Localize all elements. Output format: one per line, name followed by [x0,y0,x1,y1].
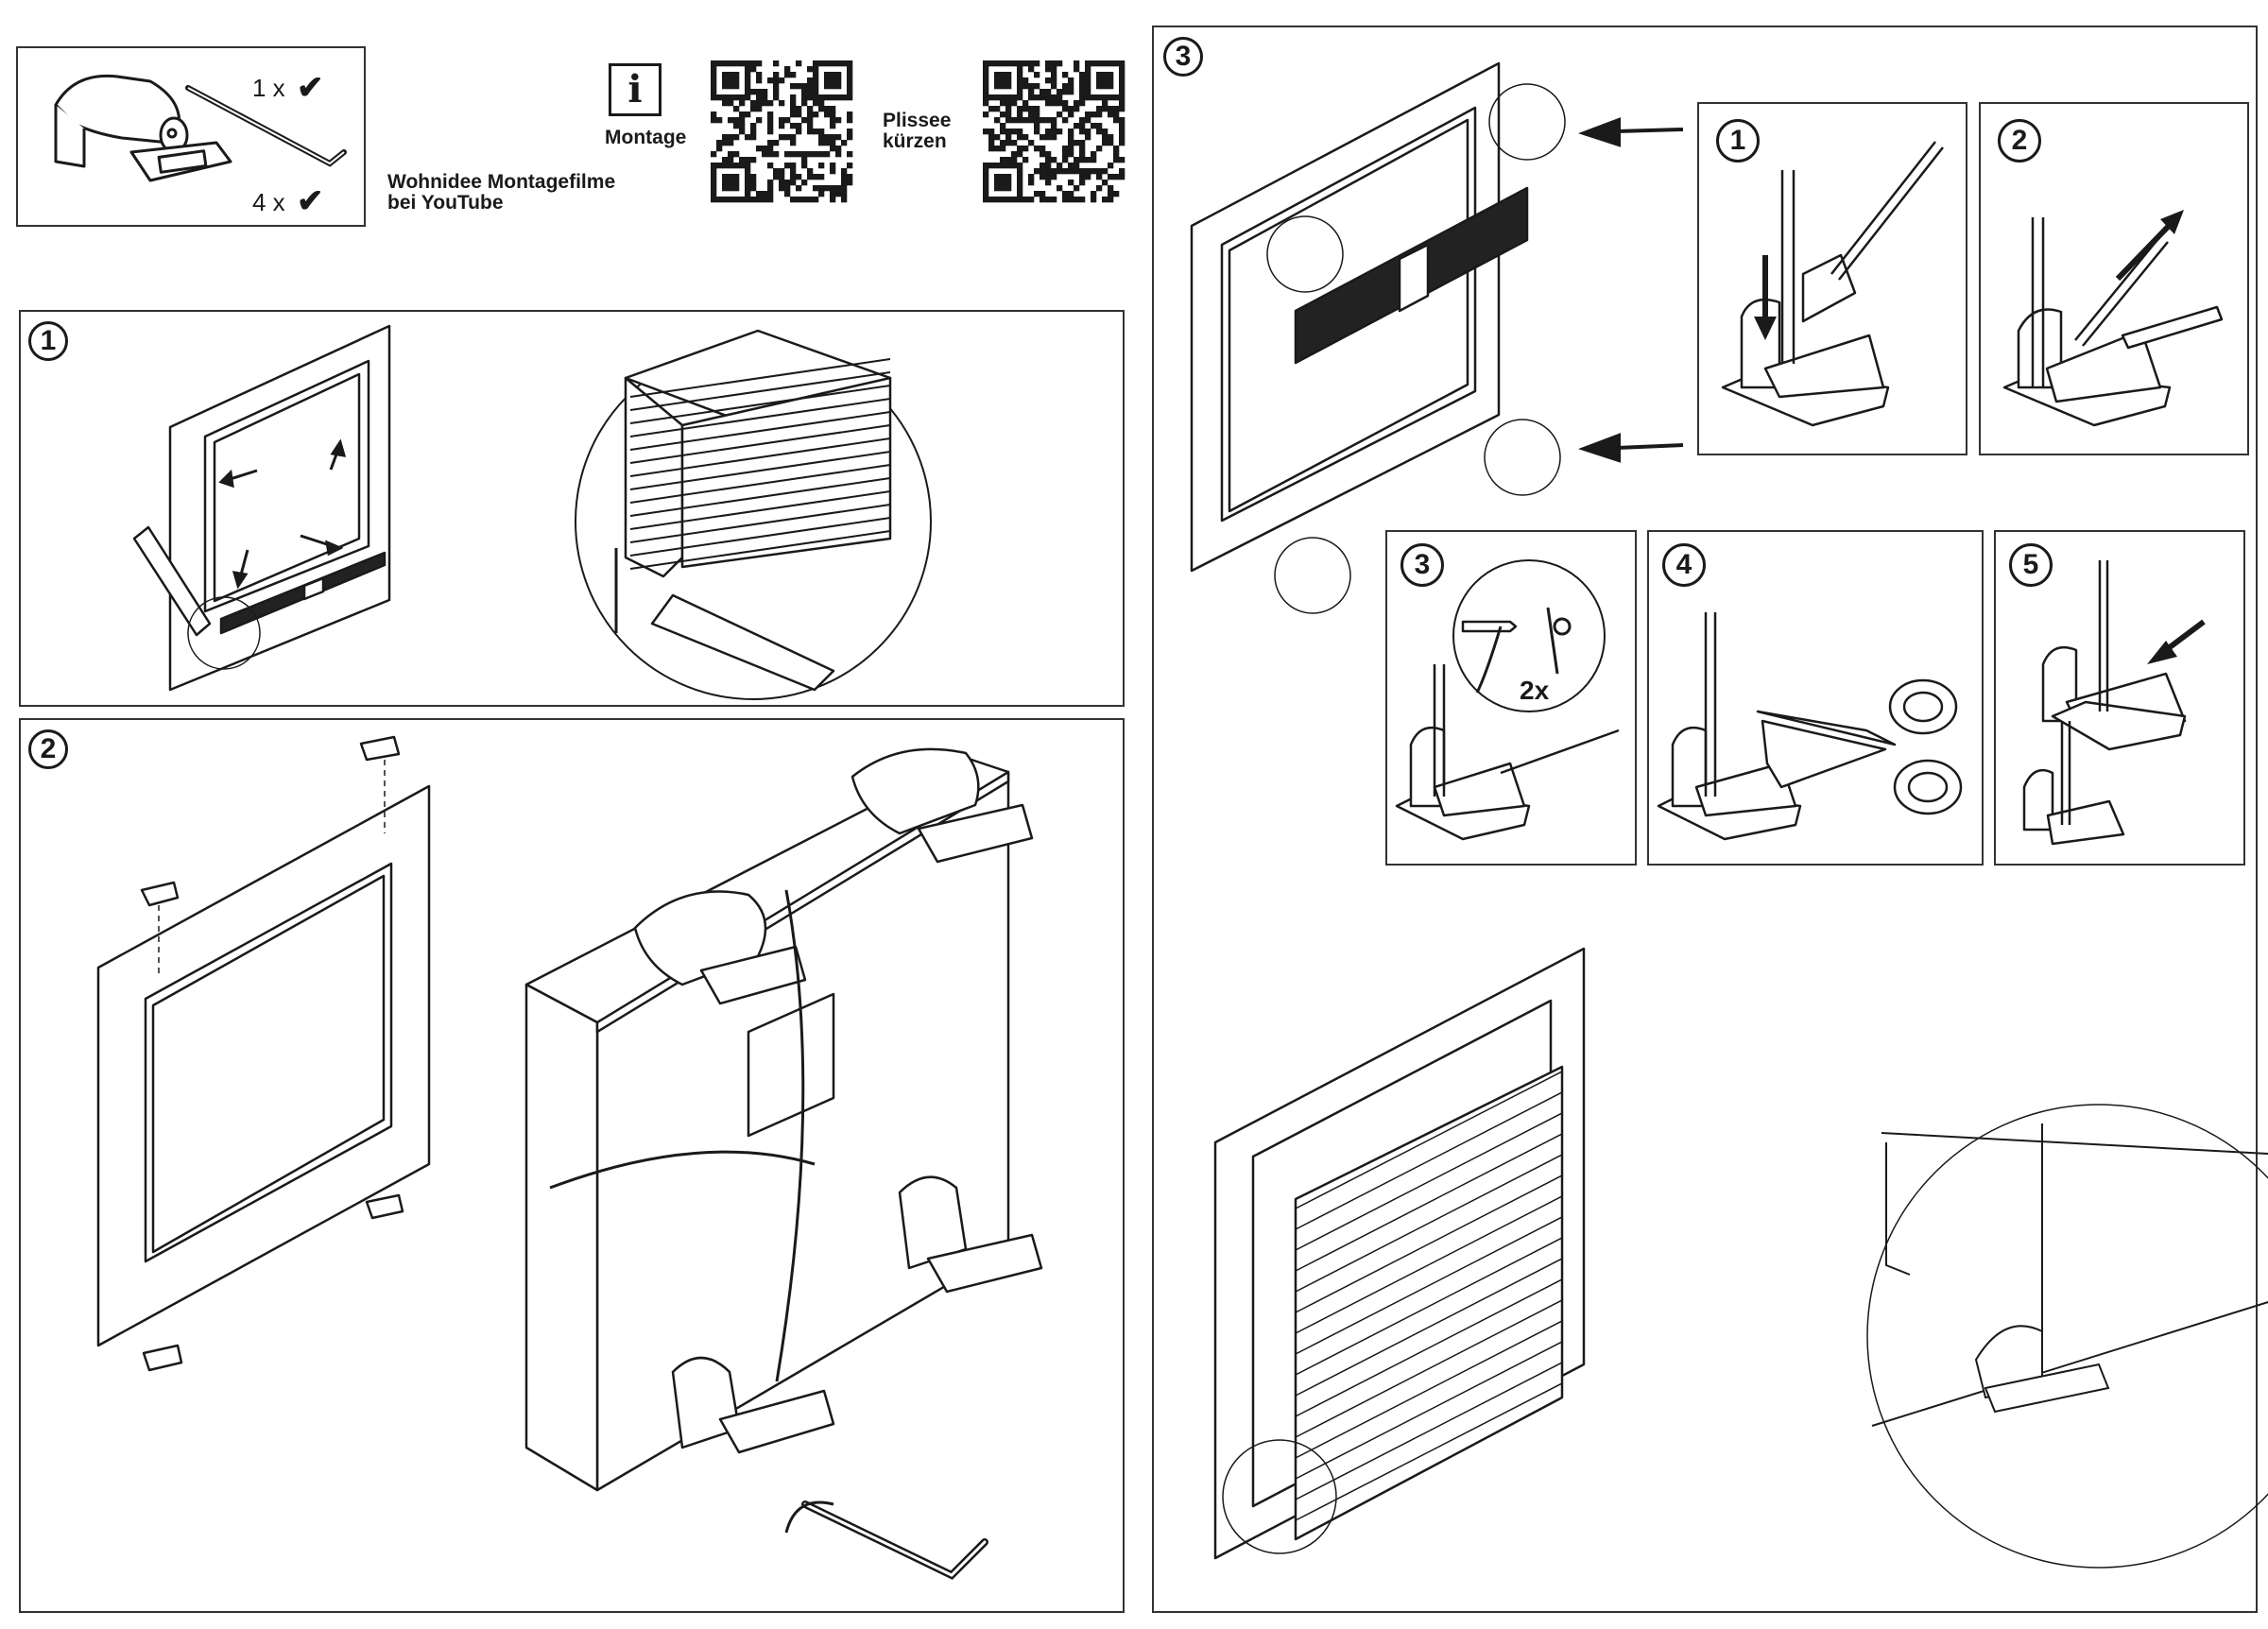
clamp-checkmark: ✔ [297,183,324,219]
qr-label-montage: Montage [605,127,687,148]
substep-1-panel: 1 [1697,102,1967,455]
qr-label-plissee: Plissee kürzen [883,110,952,152]
step-3-number: 3 [1163,37,1203,77]
clamp-bracket-illustration [54,74,347,182]
substep-4-number: 4 [1662,543,1706,587]
qr-code-plissee-pattern [983,60,1125,203]
step-2-number: 2 [28,729,68,769]
substep-3-number: 3 [1400,543,1444,587]
substep-1-number: 1 [1716,119,1760,163]
step-1-illustration [132,324,932,700]
step-2-illustration [96,735,1043,1580]
substep-5-panel: 5 [1994,530,2245,866]
step-1-panel: 1 [19,310,1125,707]
substep-1-illustration [1721,141,1944,427]
allen-key-checkmark: ✔ [297,70,324,106]
substep-2-panel: 2 [1979,102,2249,455]
substep-5-illustration [2022,560,2206,846]
substep-3-panel: 3 2x [1385,530,1637,866]
info-icon: i [609,63,662,116]
substep-3-callout: 2x [1520,676,1550,705]
substep-5-number: 5 [2009,543,2053,587]
substep-3-illustration [1395,559,1620,841]
step-3-illustration [1190,61,2268,1569]
substep-4-panel: 4 [1647,530,1984,866]
substep-2-illustration [2002,210,2224,427]
qr-code-plissee-kuerzen[interactable] [983,60,1125,203]
contents-box: 1 x ✔ 4 x ✔ [16,46,366,227]
qr-code-montage[interactable] [711,60,853,203]
qr-code-montage-pattern [711,60,853,203]
step-3-panel: 3 [1152,26,2268,1613]
substep-4-illustration [1657,612,1963,841]
allen-key-quantity: 1 x [252,74,285,102]
clamp-quantity: 4 x [252,188,285,216]
video-caption: Wohnidee Montagefilme bei YouTube [387,171,616,214]
substep-2-number: 2 [1998,119,2041,163]
step-1-number: 1 [28,321,68,361]
step-2-panel: 2 [19,718,1125,1613]
